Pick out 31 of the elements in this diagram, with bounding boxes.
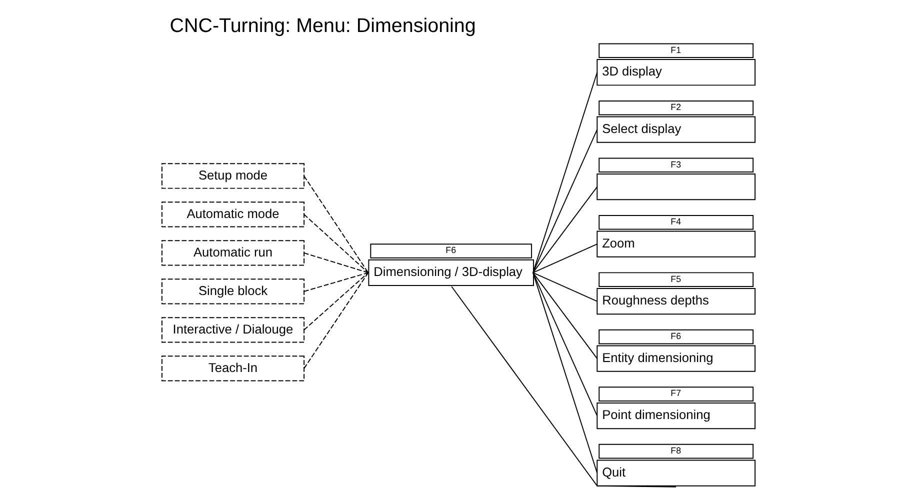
node-label: F2 [670, 102, 682, 112]
connector [532, 72, 598, 274]
connector [532, 272, 598, 416]
node-box: Single block [161, 278, 305, 304]
connector [304, 175, 369, 274]
connector [532, 129, 598, 274]
connector [532, 186, 598, 274]
node-box: Teach-In [161, 356, 305, 382]
diagram-title: CNC-Turning: Menu: Dimensioning [170, 14, 476, 37]
connector [304, 252, 369, 274]
node-label: F8 [670, 445, 682, 456]
connector [304, 272, 369, 369]
connector [532, 272, 598, 302]
connector [304, 272, 369, 292]
node-label: F6 [670, 331, 682, 342]
connector [532, 272, 598, 360]
node-label: F6 [446, 245, 456, 256]
node-label: F1 [670, 44, 682, 55]
node-box: Automatic run [161, 240, 305, 266]
node-box: Interactive / Dialouge [161, 317, 305, 343]
connector [304, 272, 369, 330]
node-box: Automatic mode [161, 202, 305, 228]
connector [304, 214, 369, 274]
node-label: F5 [670, 274, 682, 284]
connector [532, 272, 598, 474]
node-label: F7 [670, 388, 682, 398]
connector [532, 244, 598, 274]
connector [451, 286, 677, 488]
node-label: F3 [670, 159, 682, 170]
node-box: Setup mode [161, 163, 305, 189]
node-label: F4 [670, 216, 682, 227]
